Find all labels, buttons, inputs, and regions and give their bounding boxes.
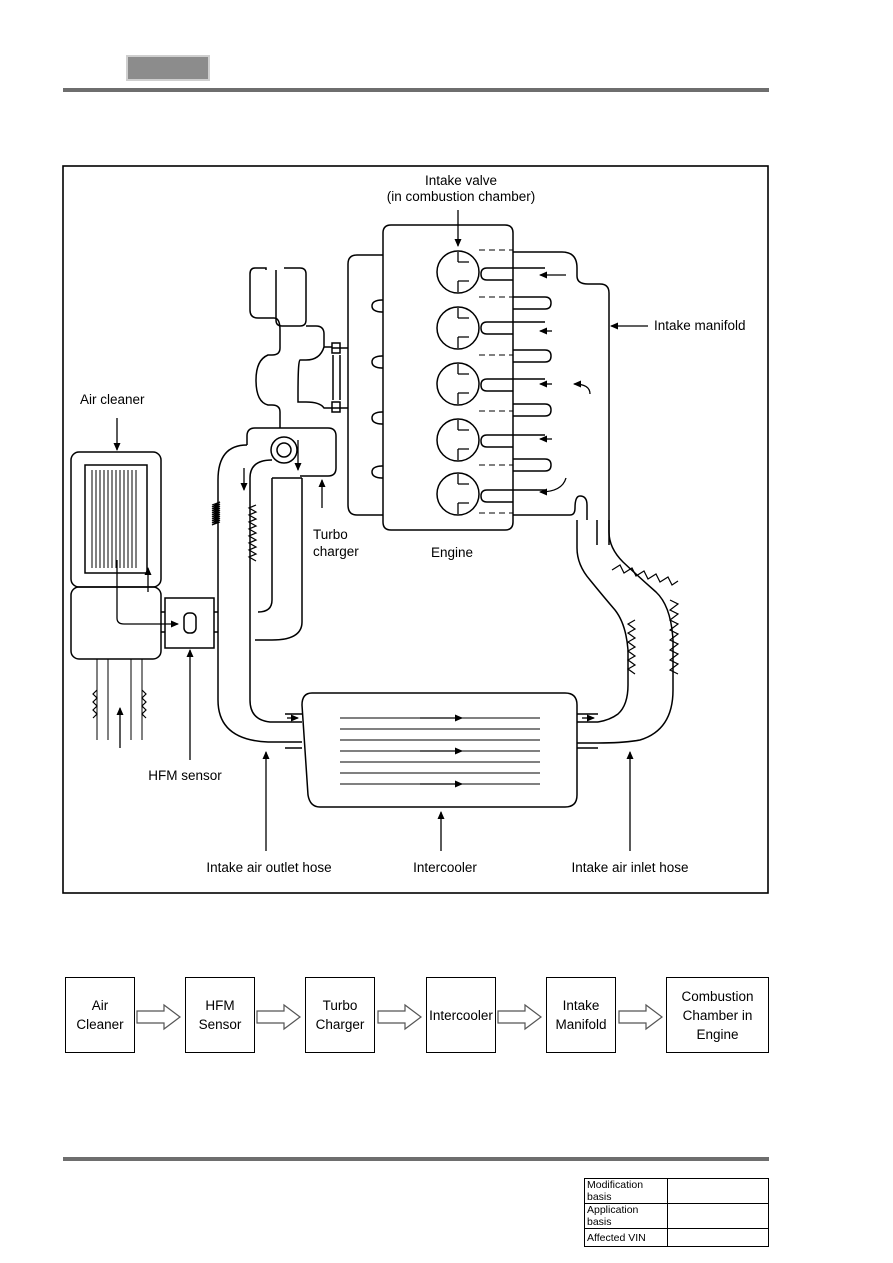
revision-value (667, 1178, 769, 1204)
revision-value (667, 1228, 769, 1247)
intercooler (301, 692, 578, 808)
label-turbo-line2: charger (313, 544, 359, 559)
engine-outer-bumps (371, 299, 384, 479)
flow-arrow-4 (497, 1003, 542, 1031)
air-cleaner-element (91, 470, 137, 568)
header-tab (126, 55, 210, 81)
label-hfm-sensor: HFM sensor (148, 768, 222, 783)
flow-arrow-5 (618, 1003, 663, 1031)
revision-value (667, 1203, 769, 1229)
flow-step-turbo-charger: Turbo Charger (305, 977, 375, 1053)
flow-step-intercooler: Intercooler (426, 977, 496, 1053)
diagram-frame (62, 165, 769, 894)
label-intake-air-inlet-hose: Intake air inlet hose (571, 860, 688, 875)
label-engine: Engine (431, 545, 473, 560)
engine-block (382, 224, 514, 531)
revision-row: Affected VIN (584, 1228, 769, 1247)
intake-air-outlet-hose (217, 444, 285, 743)
intake-manifold (513, 251, 610, 520)
footer-rule (63, 1157, 769, 1161)
revision-label: Modification basis (584, 1178, 668, 1204)
flow-arrow-3 (377, 1003, 422, 1031)
cylinder-dividers (479, 249, 513, 514)
revision-row: Modification basis (584, 1178, 769, 1204)
cylinders (436, 250, 480, 516)
label-intake-air-outlet-hose: Intake air outlet hose (206, 860, 331, 875)
flow-arrows (113, 210, 648, 851)
flow-step-intake-manifold: Intake Manifold (546, 977, 616, 1053)
valve-symbols (457, 252, 469, 514)
label-intake-valve-line2: (in combustion chamber) (387, 189, 536, 204)
flow-step-hfm-sensor: HFM Sensor (185, 977, 255, 1053)
turbocharger (275, 267, 307, 327)
hfm-sensor (164, 597, 215, 649)
flow-step-combustion-chamber: Combustion Chamber in Engine (666, 977, 769, 1053)
flow-step-air-cleaner: Air Cleaner (65, 977, 135, 1053)
revision-row: Application basis (584, 1203, 769, 1229)
flow-arrow-2 (256, 1003, 301, 1031)
label-intake-valve-line1: Intake valve (425, 173, 497, 188)
label-intake-manifold: Intake manifold (654, 318, 746, 333)
revision-table: Modification basis Application basis Aff… (584, 1178, 769, 1247)
label-intercooler: Intercooler (413, 860, 477, 875)
header-rule (63, 88, 769, 92)
flow-arrow-1 (136, 1003, 181, 1031)
turbo-housing (246, 427, 337, 477)
label-turbo-line1: Turbo (313, 527, 348, 542)
revision-label: Affected VIN (584, 1228, 668, 1247)
intake-air-inlet-hose (576, 520, 629, 723)
label-air-cleaner: Air cleaner (80, 392, 145, 407)
intake-runners (480, 267, 552, 503)
turbo-engine-duct (347, 254, 383, 516)
revision-label: Application basis (584, 1203, 668, 1229)
